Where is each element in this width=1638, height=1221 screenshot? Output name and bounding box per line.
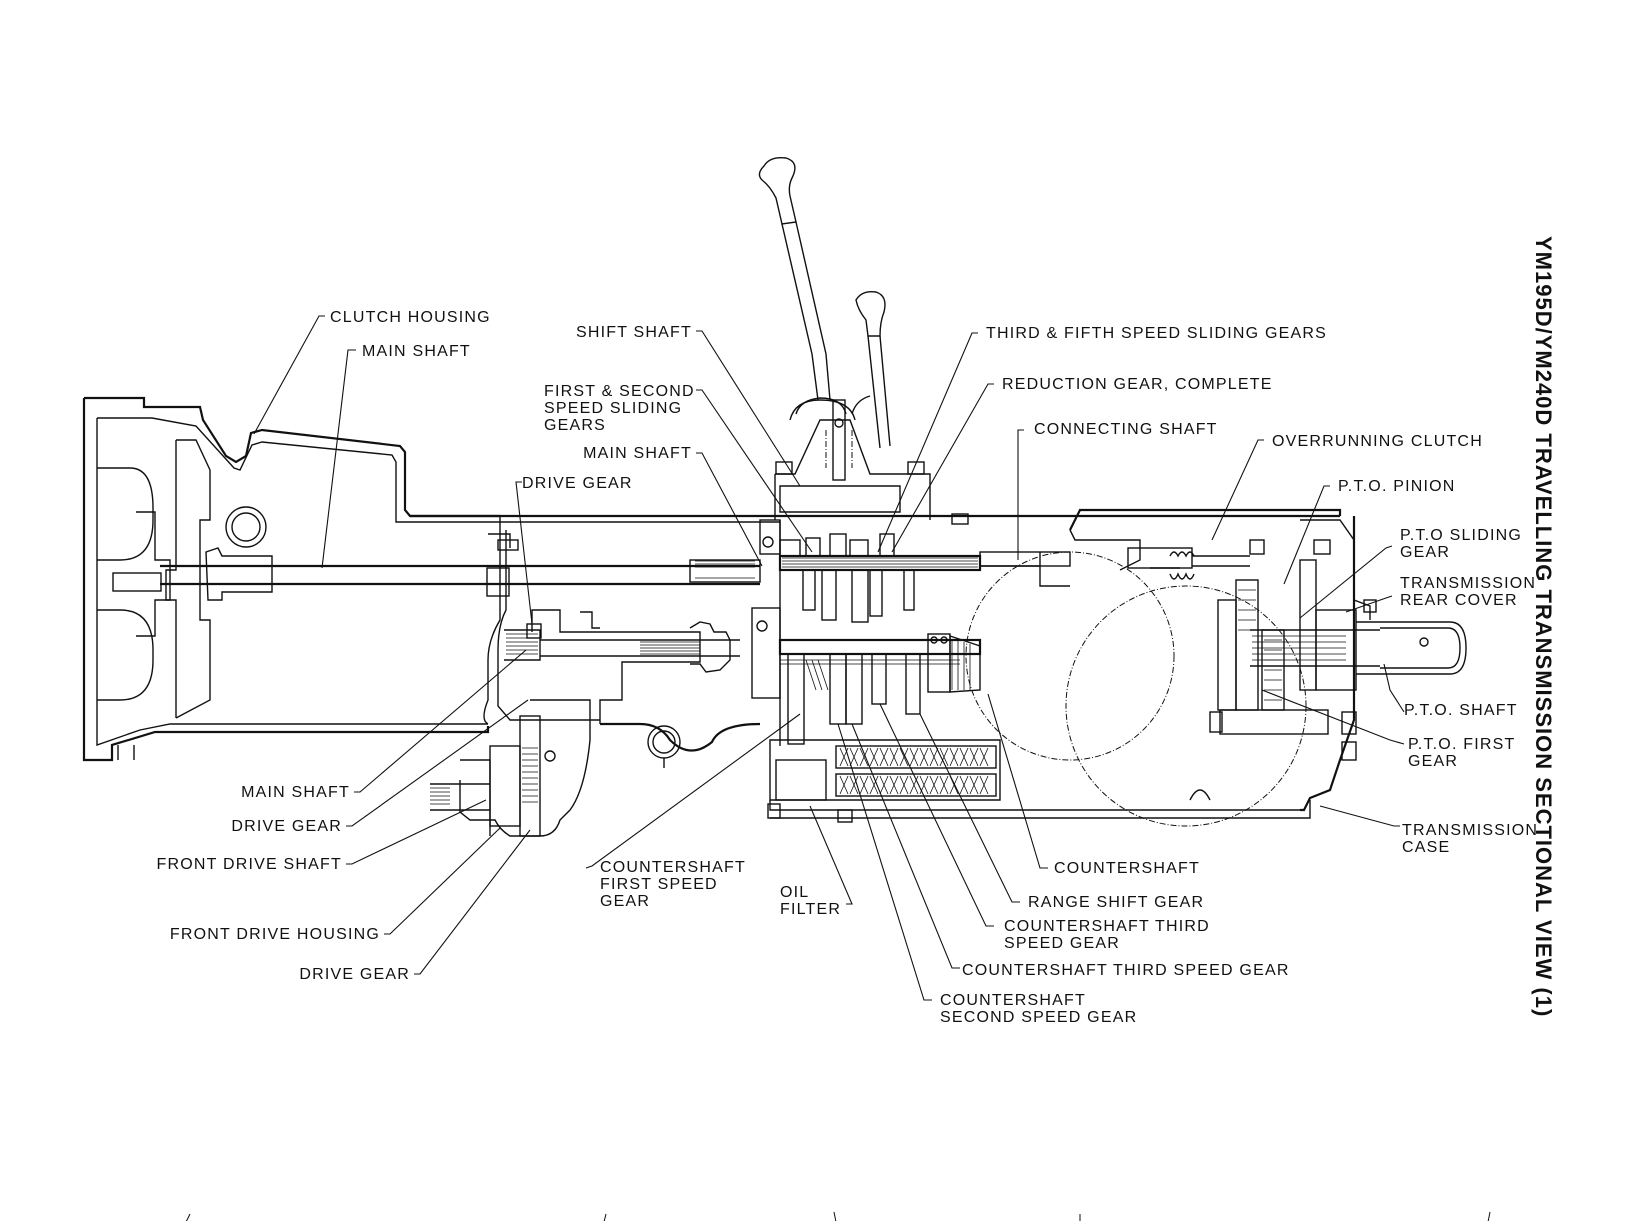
label-main-shaft-top: MAIN SHAFT [362, 343, 471, 360]
label-countershaft: COUNTERSHAFT [1054, 860, 1200, 877]
label-countershaft-third-speed-gear-b: COUNTERSHAFT THIRD SPEED GEAR [962, 962, 1290, 979]
pto-section [1127, 519, 1467, 761]
label-pto-pinion: P.T.O. PINION [1338, 478, 1456, 495]
transmission-case-rear [770, 508, 1356, 827]
label-drive-gear-top: DRIVE GEAR [522, 475, 633, 492]
label-pto-shaft: P.T.O. SHAFT [1404, 702, 1518, 719]
label-front-drive-housing: FRONT DRIVE HOUSING [169, 926, 380, 943]
label-overrunning-clutch: OVERRUNNING CLUTCH [1272, 433, 1483, 450]
label-countershaft-third-speed-gear-a: COUNTERSHAFT THIRD SPEED GEAR [1004, 918, 1210, 952]
gearbox-core [751, 399, 1071, 746]
clutch-housing-outline [82, 396, 500, 762]
label-main-shaft-mid: MAIN SHAFT [583, 445, 692, 462]
page-edge-marks [185, 1211, 1491, 1221]
main-shaft [160, 533, 761, 597]
label-transmission-rear-cover: TRANSMISSION REAR COVER [1400, 575, 1537, 609]
label-countershaft-first-speed-gear: COUNTERSHAFT FIRST SPEED GEAR [600, 859, 746, 910]
label-pto-first-gear: P.T.O. FIRST GEAR [1408, 736, 1516, 770]
label-third-fifth-speed-sliding-gears: THIRD & FIFTH SPEED SLIDING GEARS [986, 325, 1327, 342]
label-pto-sliding-gear: P.T.O SLIDING GEAR [1400, 527, 1523, 561]
diagram-title-text: YM195D/YM240D TRAVELLING TRANSMISSION SE… [1531, 236, 1556, 1018]
transmission-housing-center [410, 514, 1340, 837]
label-first-second-speed-sliding-gears: FIRST & SECOND SPEED SLIDING GEARS [544, 383, 695, 434]
label-drive-gear-mid: DRIVE GEAR [231, 818, 342, 835]
shift-lever-main [758, 156, 831, 401]
label-reduction-gear-complete: REDUCTION GEAR, COMPLETE [1002, 376, 1273, 393]
label-clutch-housing: CLUTCH HOUSING [330, 309, 491, 326]
shift-lever-range [855, 290, 891, 449]
label-oil-filter: OIL FILTER [780, 884, 842, 918]
leader-lines [253, 315, 1405, 1001]
label-drive-gear-bottom: DRIVE GEAR [299, 966, 410, 983]
diagram-title: YM195D/YM240D TRAVELLING TRANSMISSION SE… [1524, 236, 1564, 1036]
label-shift-shaft: SHIFT SHAFT [575, 324, 692, 341]
label-transmission-case: TRANSMISSION CASE [1402, 822, 1539, 856]
label-connecting-shaft: CONNECTING SHAFT [1034, 421, 1218, 438]
label-front-drive-shaft: FRONT DRIVE SHAFT [156, 856, 342, 873]
label-main-shaft-bottom: MAIN SHAFT [241, 784, 350, 801]
label-range-shift-gear: RANGE SHIFT GEAR [1028, 894, 1205, 911]
shift-cover [775, 395, 969, 525]
label-countershaft-second-speed-gear: COUNTERSHAFT SECOND SPEED GEAR [940, 992, 1138, 1026]
oil-filter-body [767, 739, 1300, 823]
